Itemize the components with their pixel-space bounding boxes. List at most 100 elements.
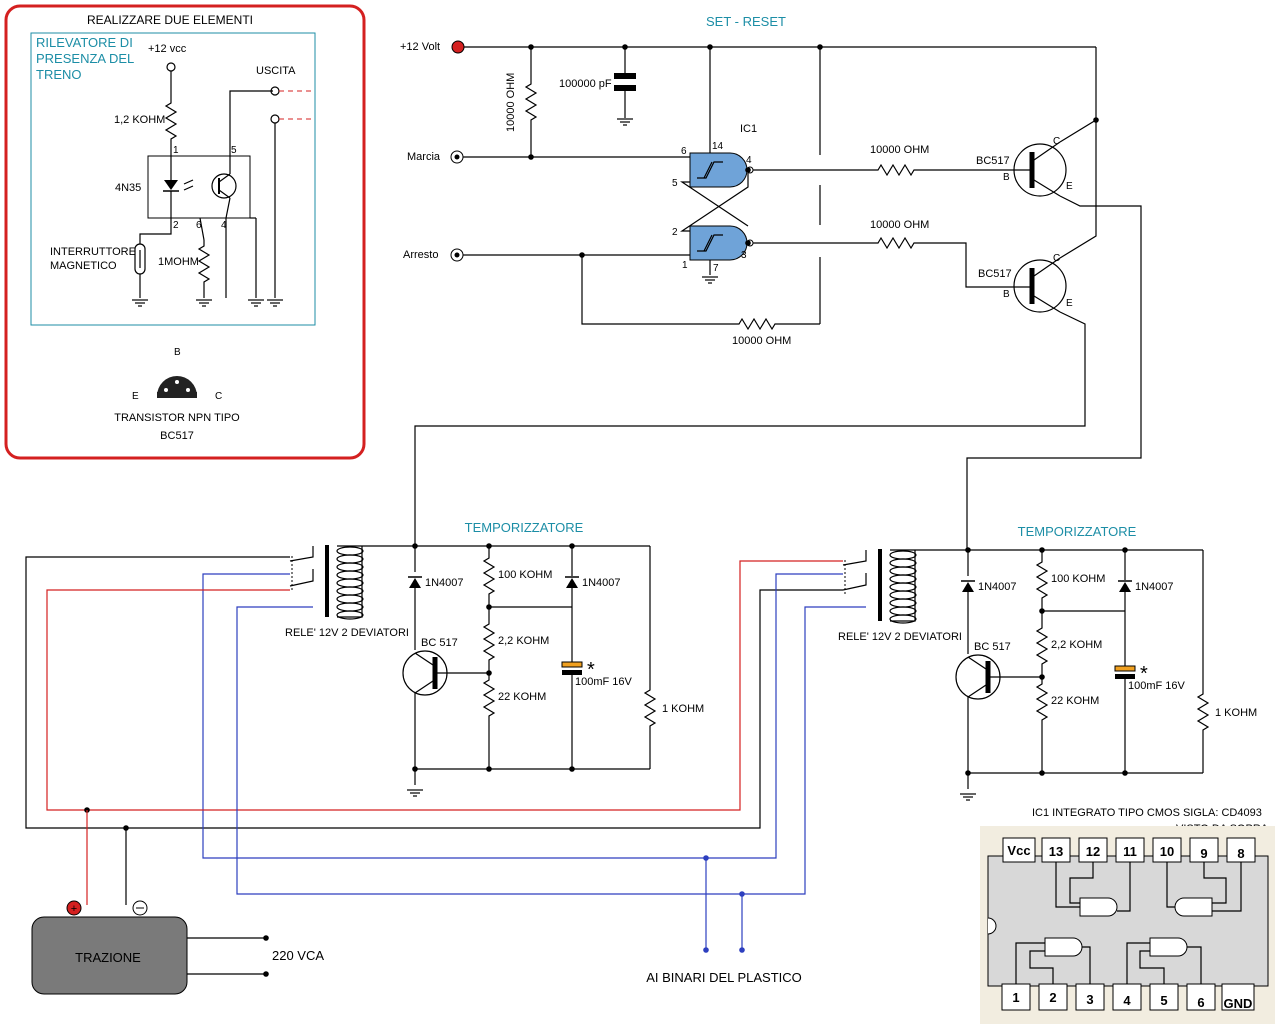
t1-pin-b: B [1003, 172, 1010, 183]
supply-terminal-icon[interactable] [451, 40, 465, 54]
timer-right: TEMPORIZZATORE RELE' 12V 2 DEVIATORI 1N4… [838, 524, 1257, 801]
svg-text:1: 1 [1012, 990, 1019, 1005]
resistor-100k-right [1036, 555, 1048, 605]
svg-text:9: 9 [1200, 846, 1207, 861]
svg-text:4: 4 [1123, 993, 1131, 1008]
supply-terminal-icon [166, 62, 176, 72]
capacitor-icon [614, 73, 636, 79]
r100k-right-label: 100 KOHM [1051, 573, 1105, 585]
t2-pin-e: E [1066, 298, 1073, 309]
timer-left: TEMPORIZZATORE RELE' 12V 2 DEVIATORI 1N4… [285, 520, 704, 797]
diode-right-2-label: 1N4007 [1135, 581, 1174, 593]
phototransistor-icon [211, 173, 237, 199]
cap-left-label: 100mF 16V [575, 676, 633, 688]
ground-icon [195, 299, 213, 307]
g1-pin-14: 14 [712, 141, 724, 152]
relay-coil-right-icon [878, 549, 917, 624]
pinout-b: B [174, 347, 181, 358]
diode-left-2-label: 1N4007 [582, 577, 621, 589]
relay-coil-left-icon [325, 545, 364, 620]
plus-terminal-icon [66, 900, 82, 916]
output-terminal-2-icon [270, 114, 280, 124]
transistor-bc517-2-icon [1013, 257, 1067, 313]
traction-label: TRAZIONE [75, 950, 141, 965]
mains-label: 220 VCA [272, 948, 324, 963]
r1k-left-label: 1 KOHM [662, 703, 704, 715]
inset-output-label: USCITA [256, 65, 296, 77]
transistor-timer-left-icon [402, 650, 448, 696]
base-resistor-1-label: 10000 OHM [870, 144, 929, 156]
base-resistor-2 [871, 237, 925, 249]
resistor-1k-left [644, 683, 656, 733]
transistor-pinout-icon [157, 376, 197, 398]
svg-text:6: 6 [1197, 995, 1204, 1010]
base-resistor-2-label: 10000 OHM [870, 219, 929, 231]
g1-pin-6: 6 [681, 146, 687, 157]
inset-r2-label: 1MOHM [158, 256, 199, 268]
opto-pin-4: 4 [221, 220, 227, 231]
traction-wiring: AI BINARI DEL PLASTICO [25, 556, 866, 985]
t1-pin-c: C [1053, 136, 1060, 147]
t1-label: BC517 [976, 155, 1010, 167]
g2-pin-1: 1 [682, 260, 688, 271]
t2-pin-c: C [1053, 253, 1060, 264]
svg-text:5: 5 [1160, 993, 1167, 1008]
detector-frame [30, 32, 316, 326]
resistor-1mohm [198, 239, 210, 289]
relay-right-label: RELE' 12V 2 DEVIATORI [838, 631, 962, 643]
t2-pin-b: B [1003, 289, 1010, 300]
nand-gate-1 [689, 152, 748, 188]
diode-right-2-icon [1117, 580, 1133, 593]
opto-pin-6: 6 [196, 220, 202, 231]
g2-pin-2: 2 [672, 227, 678, 238]
ground-icon [959, 793, 977, 801]
transistor-caption-line2: BC517 [160, 430, 194, 442]
transistor-left-label: BC 517 [421, 637, 458, 649]
rails-label: AI BINARI DEL PLASTICO [646, 970, 802, 985]
chip-caption: IC1 INTEGRATO TIPO CMOS SIGLA: CD4093 [1032, 807, 1262, 819]
resistor-100k-left [483, 551, 495, 601]
capacitor-right-icon [1114, 665, 1136, 672]
resistor-1k-right [1197, 687, 1209, 737]
diode-right-label: 1N4007 [978, 581, 1017, 593]
inset-panel: REALIZZARE DUE ELEMENTI RILEVATORE DI PR… [4, 4, 366, 460]
transistor-right-label: BC 517 [974, 641, 1011, 653]
diode-left-label: 1N4007 [425, 577, 464, 589]
t2-label: BC517 [978, 268, 1012, 280]
cd4093-pinout: IC1 INTEGRATO TIPO CMOS SIGLA: CD4093 VI… [980, 807, 1275, 1024]
resistor-22k-left [483, 673, 495, 723]
diode-right-icon [960, 580, 976, 593]
traction-unit: TRAZIONE + 220 VCA [31, 900, 324, 995]
inset-switch-line2: MAGNETICO [50, 260, 117, 272]
ic1-label: IC1 [740, 123, 757, 135]
pinout-c: C [215, 391, 222, 402]
led-icon [163, 156, 194, 218]
cap-100nf-label: 100000 pF [559, 78, 612, 90]
r22k-left-label: 2,2 KOHM [498, 635, 549, 647]
relay-left-label: RELE' 12V 2 DEVIATORI [285, 627, 409, 639]
supply-12v-label: +12 Volt [400, 41, 440, 53]
svg-text:+: + [71, 903, 77, 915]
r1k-right-label: 1 KOHM [1215, 707, 1257, 719]
pullup-resistor-label: 10000 OHM [505, 73, 517, 132]
chip-internal-gates [1015, 862, 1242, 984]
opto-pin-2: 2 [173, 220, 179, 231]
feedback-resistor [732, 318, 786, 330]
inset-opto-label: 4N35 [115, 182, 141, 194]
inset-r1-label: 1,2 KOHM [114, 114, 165, 126]
svg-text:10: 10 [1160, 844, 1174, 859]
inset-title: REALIZZARE DUE ELEMENTI [87, 13, 253, 27]
pullup-resistor [525, 77, 537, 127]
chip-top-pins: Vcc 13 12 11 10 9 8 [1002, 837, 1256, 863]
svg-text:GND: GND [1224, 996, 1253, 1011]
resistor-1k2 [165, 96, 177, 146]
svg-text:3: 3 [1086, 992, 1093, 1007]
transistor-caption-line1: TRANSISTOR NPN TIPO [114, 412, 240, 424]
svg-text:2: 2 [1049, 990, 1056, 1005]
resistor-22k-right [1036, 677, 1048, 727]
svg-text:11: 11 [1123, 844, 1137, 859]
r22kb-left-label: 22 KOHM [498, 691, 546, 703]
t1-pin-e: E [1066, 181, 1073, 192]
detector-title-line3: TRENO [36, 67, 82, 82]
